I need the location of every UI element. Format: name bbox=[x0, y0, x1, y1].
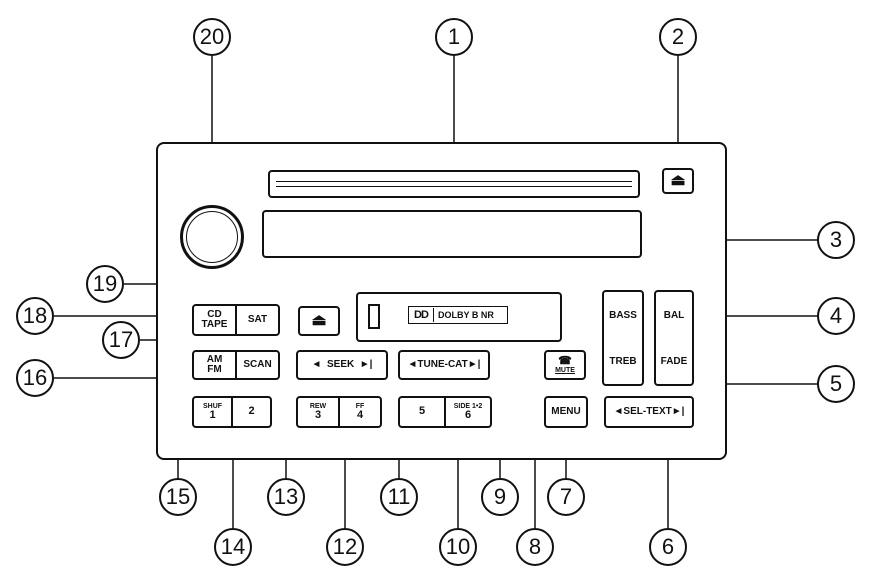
bal-button[interactable]: BAL bbox=[663, 309, 685, 321]
tape-door: DD DOLBY B NR bbox=[356, 292, 562, 342]
mute-button[interactable]: ☎ MUTE bbox=[544, 350, 586, 380]
callout-5: 5 bbox=[817, 365, 855, 403]
cd-eject-button[interactable]: ⏏ bbox=[662, 168, 694, 194]
preset-5-6-group: 5 SIDE 1•2 6 bbox=[398, 396, 492, 428]
ff-label: FF bbox=[355, 402, 365, 410]
fm-label: FM bbox=[207, 364, 222, 375]
preset-4-button[interactable]: FF 4 bbox=[338, 398, 380, 426]
cd-slot-opening bbox=[276, 181, 632, 187]
preset-5-number: 5 bbox=[418, 405, 426, 418]
sel-right-icon: ►| bbox=[671, 405, 685, 417]
callout-20: 20 bbox=[193, 18, 231, 56]
tape-label: TAPE bbox=[201, 319, 228, 330]
callout-12: 12 bbox=[326, 528, 364, 566]
menu-button[interactable]: MENU bbox=[544, 396, 588, 428]
side-label: SIDE 1•2 bbox=[453, 402, 483, 410]
sat-button[interactable]: SAT bbox=[235, 306, 278, 334]
cd-tape-button[interactable]: CD TAPE bbox=[194, 306, 235, 334]
treb-button[interactable]: TREB bbox=[609, 355, 637, 367]
tune-right-icon: ►| bbox=[467, 358, 481, 370]
preset-3-number: 3 bbox=[314, 408, 322, 421]
power-volume-knob[interactable] bbox=[180, 205, 244, 269]
callout-11: 11 bbox=[380, 478, 418, 516]
preset-6-number: 6 bbox=[464, 408, 472, 421]
preset-3-button[interactable]: REW 3 bbox=[298, 398, 338, 426]
tape-eject-button[interactable]: ⏏ bbox=[298, 306, 340, 336]
seek-left-icon: ◄ bbox=[311, 358, 327, 370]
rew-label: REW bbox=[309, 402, 327, 410]
callout-2: 2 bbox=[659, 18, 697, 56]
callout-14: 14 bbox=[214, 528, 252, 566]
tape-window bbox=[368, 304, 380, 329]
dolby-label: DOLBY B NR bbox=[438, 310, 494, 320]
fade-button[interactable]: FADE bbox=[660, 355, 688, 367]
preset-3-4-group: REW 3 FF 4 bbox=[296, 396, 382, 428]
callout-15: 15 bbox=[159, 478, 197, 516]
seek-button[interactable]: ◄ SEEK ►| bbox=[296, 350, 388, 380]
callout-4: 4 bbox=[817, 297, 855, 335]
bass-treb-control[interactable]: BASS TREB bbox=[602, 290, 644, 386]
callout-19: 19 bbox=[86, 265, 124, 303]
callout-1: 1 bbox=[435, 18, 473, 56]
preset-6-button[interactable]: SIDE 1•2 6 bbox=[444, 398, 490, 426]
bass-button[interactable]: BASS bbox=[609, 309, 637, 321]
shuf-label: SHUF bbox=[202, 402, 223, 410]
callout-7: 7 bbox=[547, 478, 585, 516]
cd-label: CD bbox=[207, 308, 222, 320]
am-label: AM bbox=[206, 353, 223, 365]
eject-icon: ⏏ bbox=[311, 311, 327, 329]
seek-label: SEEK bbox=[326, 358, 355, 370]
tune-cat-label: TUNE-CAT bbox=[417, 358, 468, 370]
callout-18: 18 bbox=[16, 297, 54, 335]
bal-fade-control[interactable]: BAL FADE bbox=[654, 290, 694, 386]
preset-5-button[interactable]: 5 bbox=[400, 398, 444, 426]
seek-right-icon: ►| bbox=[354, 358, 373, 370]
sel-text-button[interactable]: ◄SEL-TEXT►| bbox=[604, 396, 694, 428]
callout-17: 17 bbox=[102, 321, 140, 359]
callout-13: 13 bbox=[267, 478, 305, 516]
preset-1-number: 1 bbox=[209, 408, 216, 421]
callout-6: 6 bbox=[649, 528, 687, 566]
tune-left-icon: ◄ bbox=[407, 358, 418, 370]
phone-icon: ☎ bbox=[558, 354, 572, 367]
scan-button[interactable]: SCAN bbox=[235, 352, 278, 378]
preset-1-2-group: SHUF 1 2 bbox=[192, 396, 272, 428]
callout-10: 10 bbox=[439, 528, 477, 566]
display-window bbox=[262, 210, 642, 258]
preset-2-number: 2 bbox=[248, 405, 255, 418]
eject-icon: ⏏ bbox=[670, 171, 686, 189]
am-fm-button[interactable]: AM FM bbox=[194, 352, 235, 378]
mute-label: MUTE bbox=[555, 367, 575, 375]
callout-16: 16 bbox=[16, 359, 54, 397]
cd-tape-sat-group: CD TAPE SAT bbox=[192, 304, 280, 336]
callout-3: 3 bbox=[817, 221, 855, 259]
preset-4-number: 4 bbox=[356, 408, 364, 421]
callout-8: 8 bbox=[516, 528, 554, 566]
preset-2-button[interactable]: 2 bbox=[231, 398, 270, 426]
sel-left-icon: ◄ bbox=[613, 405, 624, 417]
tune-cat-button[interactable]: ◄TUNE-CAT►| bbox=[398, 350, 490, 380]
sel-text-label: SEL-TEXT bbox=[623, 405, 672, 417]
preset-1-button[interactable]: SHUF 1 bbox=[194, 398, 231, 426]
cd-slot[interactable] bbox=[268, 170, 640, 198]
callout-9: 9 bbox=[481, 478, 519, 516]
dolby-icon: DD bbox=[409, 308, 434, 322]
dolby-badge: DD DOLBY B NR bbox=[408, 306, 508, 324]
knob-inner-ring bbox=[186, 211, 238, 263]
am-fm-scan-group: AM FM SCAN bbox=[192, 350, 280, 380]
